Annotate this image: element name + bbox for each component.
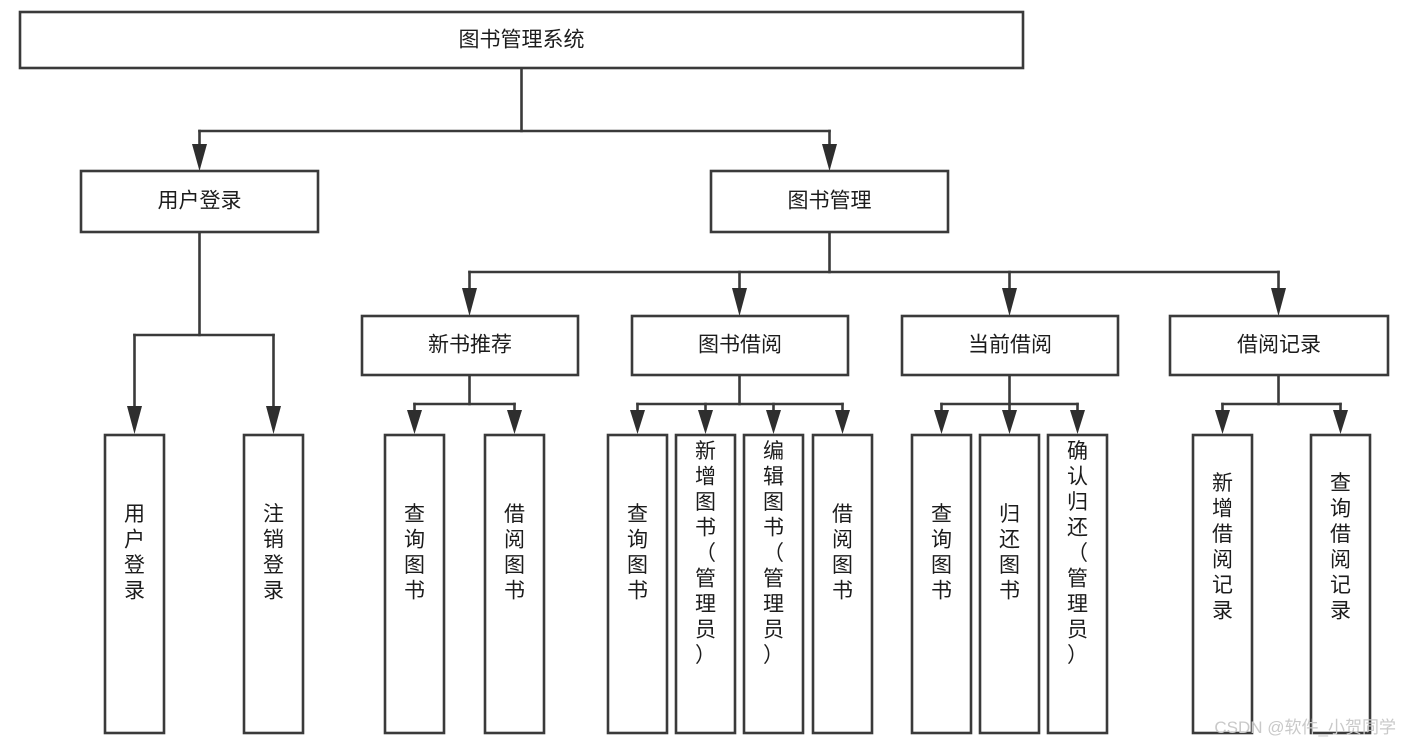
node-leaf-confirm-return[interactable]: 确认归还（管理员） — [1046, 433, 1109, 735]
node-leaf-borrow-book-2-label: 借阅图书 — [832, 503, 853, 603]
node-leaf-user-logout[interactable]: 注销登录 — [242, 433, 305, 735]
node-leaf-add-record-label: 新增借阅记录 — [1212, 472, 1233, 623]
connector-group — [127, 66, 1348, 434]
node-leaf-add-book[interactable]: 新增图书（管理员） — [674, 433, 737, 735]
arrow-to-leaf-user-login — [127, 406, 142, 434]
node-leaf-return-book[interactable]: 归还图书 — [978, 433, 1041, 735]
node-new-book-recommend-box[interactable] — [360, 314, 580, 377]
arrow-to-leaf-confirm-return — [1070, 410, 1085, 434]
node-current-borrow-box[interactable] — [900, 314, 1120, 377]
node-leaf-query-book-2[interactable]: 查询图书 — [606, 433, 669, 735]
node-user-login-box[interactable] — [79, 169, 320, 234]
node-leaf-query-book-2-box[interactable] — [606, 433, 669, 735]
node-leaf-query-book-1[interactable]: 查询图书 — [383, 433, 446, 735]
arrow-to-leaf-borrow-book-1 — [507, 410, 522, 434]
node-leaf-user-login[interactable]: 用户登录 — [103, 433, 166, 735]
arrow-to-book-borrow — [732, 288, 747, 316]
arrow-to-leaf-query-book-3 — [934, 410, 949, 434]
node-current-borrow[interactable]: 当前借阅 — [900, 314, 1120, 377]
node-book-borrow-label: 图书借阅 — [698, 334, 782, 357]
node-leaf-user-logout-box[interactable] — [242, 433, 305, 735]
arrow-to-book-manage — [822, 144, 837, 171]
arrow-to-leaf-add-record — [1215, 410, 1230, 434]
node-leaf-add-record[interactable]: 新增借阅记录 — [1191, 433, 1254, 735]
node-current-borrow-label: 当前借阅 — [968, 334, 1052, 357]
node-leaf-add-book-box[interactable] — [674, 433, 737, 735]
watermark: CSDN @软件_小贺同学 — [1214, 718, 1396, 737]
node-root-label: 图书管理系统 — [459, 29, 585, 52]
node-new-book-recommend-label: 新书推荐 — [428, 334, 512, 357]
node-leaf-add-record-box[interactable] — [1191, 433, 1254, 735]
node-leaf-edit-book[interactable]: 编辑图书（管理员） — [742, 433, 805, 735]
node-leaf-user-login-label: 用户登录 — [124, 503, 145, 603]
node-leaf-query-book-3-box[interactable] — [910, 433, 973, 735]
node-borrow-record[interactable]: 借阅记录 — [1168, 314, 1390, 377]
node-leaf-borrow-book-1-box[interactable] — [483, 433, 546, 735]
arrow-to-new-book-recommend — [462, 288, 477, 316]
arrow-to-borrow-record — [1271, 288, 1286, 316]
node-leaf-borrow-book-1[interactable]: 借阅图书 — [483, 433, 546, 735]
node-book-manage[interactable]: 图书管理 — [709, 169, 950, 234]
node-leaf-return-book-box[interactable] — [978, 433, 1041, 735]
node-new-book-recommend[interactable]: 新书推荐 — [360, 314, 580, 377]
node-leaf-user-logout-label: 注销登录 — [263, 503, 284, 603]
node-leaf-query-book-1-box[interactable] — [383, 433, 446, 735]
node-leaf-query-book-1-label: 查询图书 — [404, 503, 425, 603]
node-leaf-return-book-label: 归还图书 — [999, 503, 1020, 603]
node-borrow-record-label: 借阅记录 — [1237, 334, 1321, 357]
node-book-borrow[interactable]: 图书借阅 — [630, 314, 850, 377]
node-root-box[interactable] — [18, 10, 1025, 70]
node-leaf-query-record[interactable]: 查询借阅记录 — [1309, 433, 1372, 735]
arrow-to-leaf-edit-book — [766, 410, 781, 434]
node-leaf-query-book-2-label: 查询图书 — [627, 503, 648, 603]
node-book-borrow-box[interactable] — [630, 314, 850, 377]
arrow-to-leaf-borrow-book-2 — [835, 410, 850, 434]
node-leaf-user-login-box[interactable] — [103, 433, 166, 735]
arrow-to-leaf-add-book — [698, 410, 713, 434]
arrow-to-user-login — [192, 144, 207, 171]
node-root[interactable]: 图书管理系统 — [18, 10, 1025, 70]
node-user-login[interactable]: 用户登录 — [79, 169, 320, 234]
node-leaf-borrow-book-1-label: 借阅图书 — [504, 503, 525, 603]
arrow-to-leaf-query-book-2 — [630, 410, 645, 434]
node-leaf-edit-book-box[interactable] — [742, 433, 805, 735]
node-leaf-query-book-3[interactable]: 查询图书 — [910, 433, 973, 735]
node-leaf-query-record-label: 查询借阅记录 — [1330, 472, 1351, 623]
node-leaf-query-record-box[interactable] — [1309, 433, 1372, 735]
node-leaf-borrow-book-2-box[interactable] — [811, 433, 874, 735]
arrow-to-current-borrow — [1002, 288, 1017, 316]
node-leaf-add-book-label: 新增图书（管理员） — [695, 440, 716, 667]
node-leaf-confirm-return-box[interactable] — [1046, 433, 1109, 735]
arrow-to-leaf-query-record — [1333, 410, 1348, 434]
node-book-manage-box[interactable] — [709, 169, 950, 234]
node-leaf-query-book-3-label: 查询图书 — [931, 503, 952, 603]
node-leaf-confirm-return-label: 确认归还（管理员） — [1067, 440, 1088, 667]
node-leaf-edit-book-label: 编辑图书（管理员） — [763, 440, 784, 667]
node-book-manage-label: 图书管理 — [788, 190, 872, 213]
node-leaf-borrow-book-2[interactable]: 借阅图书 — [811, 433, 874, 735]
arrow-to-leaf-return-book — [1002, 410, 1017, 434]
node-borrow-record-box[interactable] — [1168, 314, 1390, 377]
arrow-to-leaf-user-logout — [266, 406, 281, 434]
node-user-login-label: 用户登录 — [158, 190, 242, 213]
arrow-to-leaf-query-book-1 — [407, 410, 422, 434]
